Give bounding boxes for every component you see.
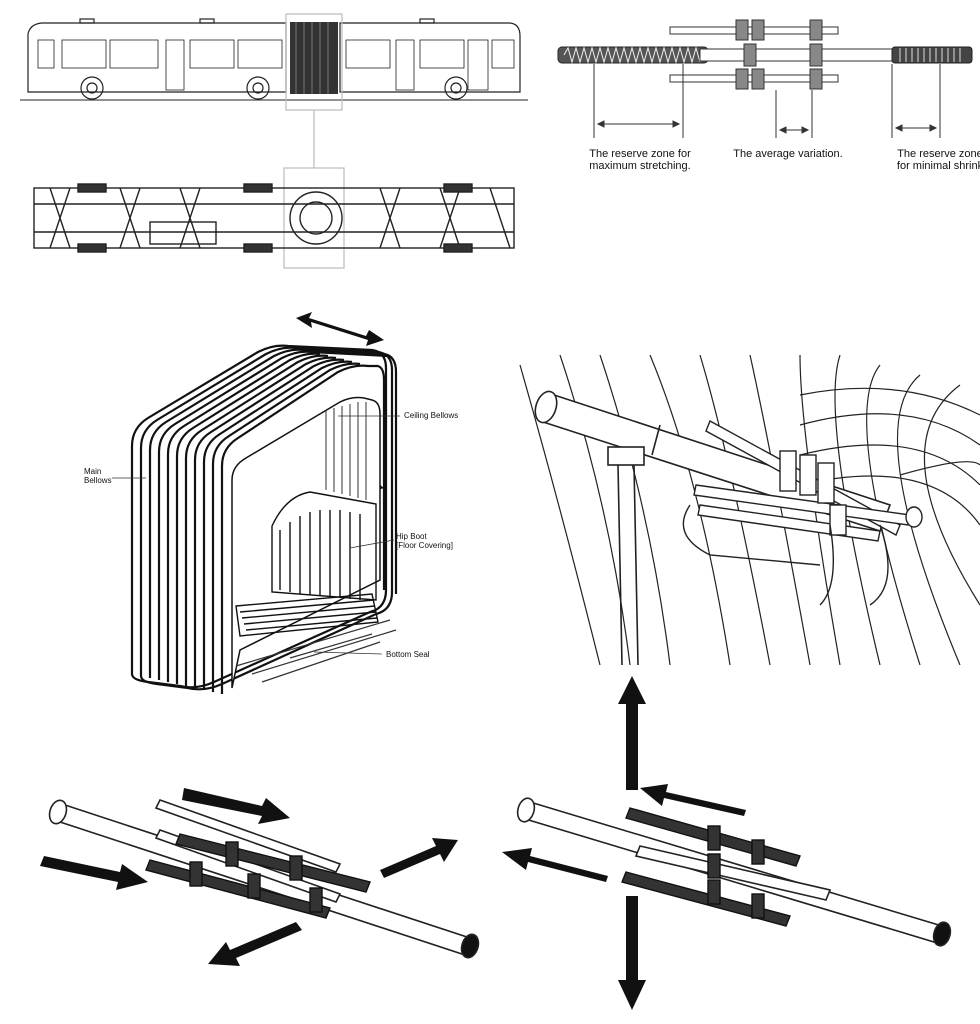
closeup-secondary-rods: [682, 420, 923, 606]
rods-left-figure: [40, 788, 480, 966]
bottom-seal-label: Bottom Seal: [386, 650, 430, 659]
main-bellows-rings: [130, 344, 398, 694]
avg-variation-label: The average variation.: [733, 148, 843, 160]
zone-min-label: The reserve zone for minimal shrink: [880, 148, 980, 172]
hip-boot-line1: Hip Boot: [396, 532, 427, 541]
zone-min-line2: for minimal shrink: [896, 160, 980, 172]
ceiling-bellows-label: Ceiling Bellows: [404, 411, 459, 420]
closeup-main-tube: [534, 390, 892, 665]
bellows-figure: [112, 312, 400, 694]
rods-left-arrows: [40, 788, 458, 966]
zone-max-label: The reserve zone for maximum stretching.: [560, 148, 720, 172]
zone-max-line1: The reserve zone for: [589, 148, 691, 160]
top-double-arrow: [296, 312, 384, 346]
articulated-bus-figure: [20, 13, 528, 269]
zone-min-line1: The reserve zone: [897, 148, 980, 160]
main-bellows-line1: Main: [84, 467, 102, 476]
joint-closeup-panel: [500, 355, 980, 665]
rods-right-figure: [502, 676, 952, 1010]
rods-left-panel: [0, 770, 490, 1024]
telescopic-bar-figure: [557, 19, 973, 138]
hip-boot-label: Hip Boot [Floor Covering]: [396, 532, 453, 550]
zone-max-line2: maximum stretching.: [589, 160, 691, 172]
bus-drawing-panel: [0, 0, 540, 280]
rods-right-panel: [490, 670, 980, 1024]
rods-right-arrows: [502, 676, 746, 1010]
main-bellows-label: Main Bellows: [84, 467, 112, 485]
hip-boot-line2: [Floor Covering]: [396, 541, 453, 550]
telescopic-bar-panel: The reserve zone for maximum stretching.…: [540, 0, 980, 280]
main-bellows-line2: Bellows: [84, 476, 112, 485]
bellows-panel: Ceiling Bellows Main Bellows Hip Boot [F…: [0, 290, 500, 710]
bus-front-body: [27, 22, 287, 93]
rods-right-tubes: [516, 797, 952, 947]
chassis-plan: [33, 183, 515, 253]
rods-left-tubes: [48, 799, 480, 959]
joint-closeup-figure: [519, 355, 980, 665]
bus-rear-body: [339, 22, 521, 93]
hip-boot: [235, 491, 379, 637]
